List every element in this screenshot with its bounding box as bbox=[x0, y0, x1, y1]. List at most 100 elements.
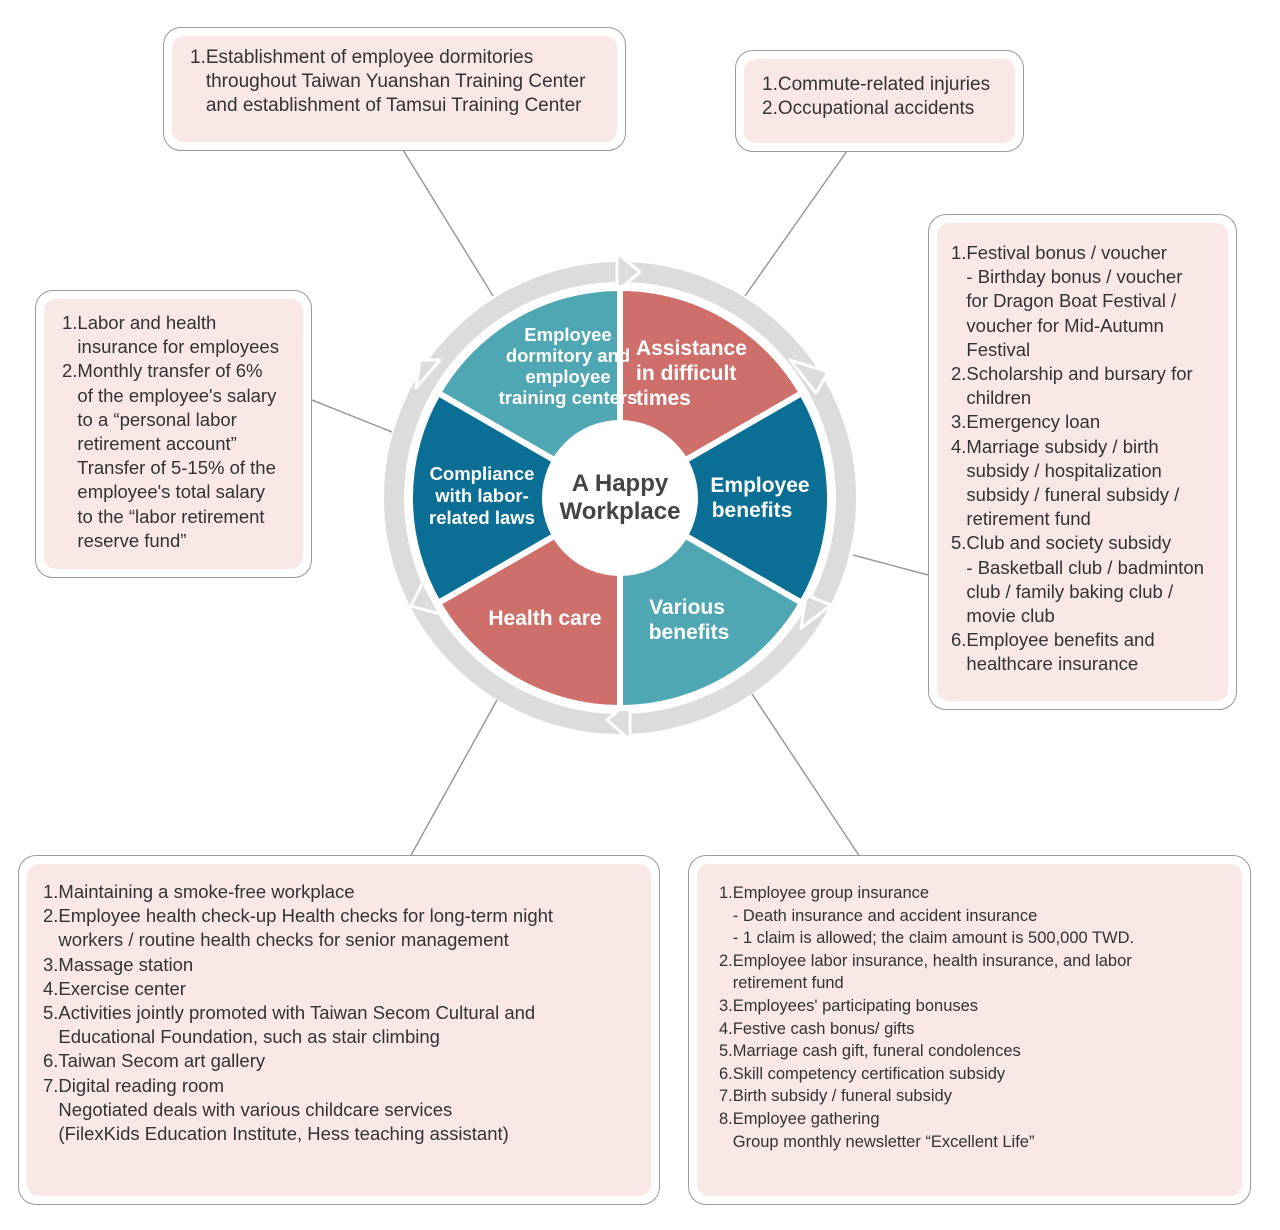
svg-text:Assistance: Assistance bbox=[636, 337, 747, 360]
list-item: healthcare insurance bbox=[951, 653, 1139, 675]
dormitory-detail-box: 1.Establishment of employee dormitories … bbox=[163, 27, 626, 151]
list-item: Festival bbox=[951, 338, 1031, 360]
connector-right bbox=[852, 554, 929, 576]
list-item: 7.Birth subsidy / funeral subsidy bbox=[719, 1087, 952, 1106]
list-item: retirement account” bbox=[62, 433, 237, 455]
segment-dormitory-label: Employee dormitory and employee training… bbox=[499, 324, 638, 408]
connector-top bbox=[402, 149, 494, 297]
list-item: employee's total salary bbox=[62, 481, 266, 503]
list-item: workers / routine health checks for seni… bbox=[43, 929, 509, 951]
svg-text:Employee: Employee bbox=[524, 324, 611, 345]
list-item: children bbox=[951, 387, 1032, 409]
connector-bottom-left bbox=[409, 699, 498, 858]
svg-text:Various: Various bbox=[649, 596, 725, 619]
svg-text:benefits: benefits bbox=[712, 499, 793, 522]
connector-topright bbox=[744, 150, 848, 297]
list-item: retirement fund bbox=[951, 508, 1091, 530]
segment-employee-benefits bbox=[617, 390, 833, 606]
connector-bottom-right bbox=[751, 693, 861, 858]
svg-text:Compliance: Compliance bbox=[430, 463, 535, 484]
employee-benefits-detail-box: 1.Festival bonus / voucher - Birthday bo… bbox=[928, 214, 1237, 710]
list-item: 4.Marriage subsidy / birth bbox=[951, 435, 1159, 457]
assistance-detail-list: 1.Commute-related injuries 2.Occupationa… bbox=[762, 73, 990, 121]
segment-health-care-label: Health care bbox=[488, 607, 601, 630]
health-care-detail-list: 1.Maintaining a smoke-free workplace 2.E… bbox=[43, 880, 553, 1146]
list-item: 7.Digital reading room bbox=[43, 1074, 224, 1096]
list-item: Transfer of 5-15% of the bbox=[62, 457, 276, 479]
list-item: - 1 claim is allowed; the claim amount i… bbox=[719, 929, 1135, 948]
connector-left bbox=[311, 399, 393, 433]
center-circle bbox=[542, 420, 698, 576]
ring-arrow-icon bbox=[615, 251, 642, 293]
list-item: 1.Maintaining a smoke-free workplace bbox=[43, 881, 355, 902]
list-item: 6.Skill competency certification subsidy bbox=[719, 1064, 1006, 1083]
various-benefits-detail-box: 1.Employee group insurance - Death insur… bbox=[688, 855, 1251, 1205]
list-item: 5.Activities jointly promoted with Taiwa… bbox=[43, 1002, 536, 1024]
compliance-detail-box: 1.Labor and health insurance for employe… bbox=[35, 290, 312, 578]
segment-employee-benefits-label: Employee benefits bbox=[710, 474, 809, 522]
ring-arrow-icon bbox=[788, 358, 830, 395]
list-item: 2.Occupational accidents bbox=[762, 98, 975, 119]
list-item: 1.Employee group insurance bbox=[719, 884, 930, 902]
list-item: 3.Massage station bbox=[43, 953, 194, 975]
list-item: 1.Labor and health bbox=[62, 312, 217, 333]
ring-arrow-icon bbox=[799, 593, 833, 630]
segment-compliance-label: Compliance with labor- related laws bbox=[429, 463, 535, 528]
list-item: 1.Establishment of employee dormitories bbox=[190, 47, 534, 68]
list-item: 1.Festival bonus / voucher bbox=[951, 242, 1167, 263]
list-item: retirement fund bbox=[719, 974, 844, 993]
employee-benefits-detail-list: 1.Festival bonus / voucher - Birthday bo… bbox=[951, 241, 1204, 677]
list-item: 6.Taiwan Secom art gallery bbox=[43, 1050, 266, 1072]
svg-text:with labor-: with labor- bbox=[434, 485, 529, 506]
svg-text:in difficult: in difficult bbox=[636, 362, 736, 385]
svg-text:Employee: Employee bbox=[710, 474, 809, 497]
list-item: for Dragon Boat Festival / bbox=[951, 290, 1177, 312]
segment-various-benefits-label: Various benefits bbox=[649, 596, 730, 644]
list-item: 3.Employees' participating bonuses bbox=[719, 996, 979, 1015]
dormitory-detail-list: 1.Establishment of employee dormitories … bbox=[190, 46, 585, 118]
list-item: to a “personal labor bbox=[62, 408, 237, 430]
svg-text:benefits: benefits bbox=[649, 621, 730, 644]
segment-assistance-label: Assistance in difficult times bbox=[636, 337, 747, 410]
list-item: to the “labor retirement bbox=[62, 505, 265, 527]
svg-text:training centers: training centers bbox=[499, 387, 638, 408]
svg-text:Health care: Health care bbox=[488, 607, 601, 630]
various-benefits-detail-list: 1.Employee group insurance - Death insur… bbox=[719, 882, 1134, 1153]
list-item: 2.Employee health check-up Health checks… bbox=[43, 905, 554, 927]
list-item: of the employee's salary bbox=[62, 384, 277, 406]
svg-text:employee: employee bbox=[525, 366, 610, 387]
list-item: 2.Monthly transfer of 6% bbox=[62, 360, 263, 382]
assistance-detail-box: 1.Commute-related injuries 2.Occupationa… bbox=[735, 50, 1024, 152]
list-item: - Death insurance and accident insurance bbox=[719, 906, 1038, 925]
center-title-line2: Workplace bbox=[560, 498, 681, 525]
health-care-detail-box: 1.Maintaining a smoke-free workplace 2.E… bbox=[18, 855, 660, 1205]
list-item: subsidy / funeral subsidy / bbox=[951, 484, 1180, 506]
list-item: movie club bbox=[951, 605, 1055, 627]
list-item: and establishment of Tamsui Training Cen… bbox=[190, 95, 582, 116]
segment-compliance bbox=[407, 390, 623, 606]
list-item: reserve fund” bbox=[62, 529, 187, 551]
list-item: 5.Marriage cash gift, funeral condolence… bbox=[719, 1042, 1021, 1061]
list-item: Group monthly newsletter “Excellent Life… bbox=[719, 1132, 1035, 1151]
list-item: throughout Taiwan Yuanshan Training Cent… bbox=[190, 71, 586, 92]
list-item: 3.Emergency loan bbox=[951, 411, 1101, 433]
list-item: Educational Foundation, such as stair cl… bbox=[43, 1026, 440, 1048]
svg-text:related laws: related laws bbox=[429, 507, 535, 528]
list-item: 6.Employee benefits and bbox=[951, 629, 1155, 651]
list-item: (FilexKids Education Institute, Hess tea… bbox=[43, 1123, 509, 1145]
list-item: 8.Employee gathering bbox=[719, 1109, 880, 1128]
list-item: 5.Club and society subsidy bbox=[951, 532, 1172, 554]
list-item: subsidy / hospitalization bbox=[951, 459, 1162, 481]
list-item: Negotiated deals with various childcare … bbox=[43, 1098, 453, 1120]
list-item: 2.Employee labor insurance, health insur… bbox=[719, 951, 1132, 970]
svg-text:dormitory and: dormitory and bbox=[506, 345, 630, 366]
center-title-line1: A Happy bbox=[572, 470, 669, 497]
list-item: 1.Commute-related injuries bbox=[762, 74, 991, 95]
ring-arrow-icon bbox=[409, 580, 442, 616]
list-item: 4.Festive cash bonus/ gifts bbox=[719, 1019, 915, 1038]
list-item: 2.Scholarship and bursary for bbox=[951, 363, 1193, 385]
ring-arrow-icon bbox=[414, 358, 442, 390]
list-item: - Basketball club / badminton bbox=[951, 556, 1204, 578]
list-item: club / family baking club / bbox=[951, 580, 1174, 602]
